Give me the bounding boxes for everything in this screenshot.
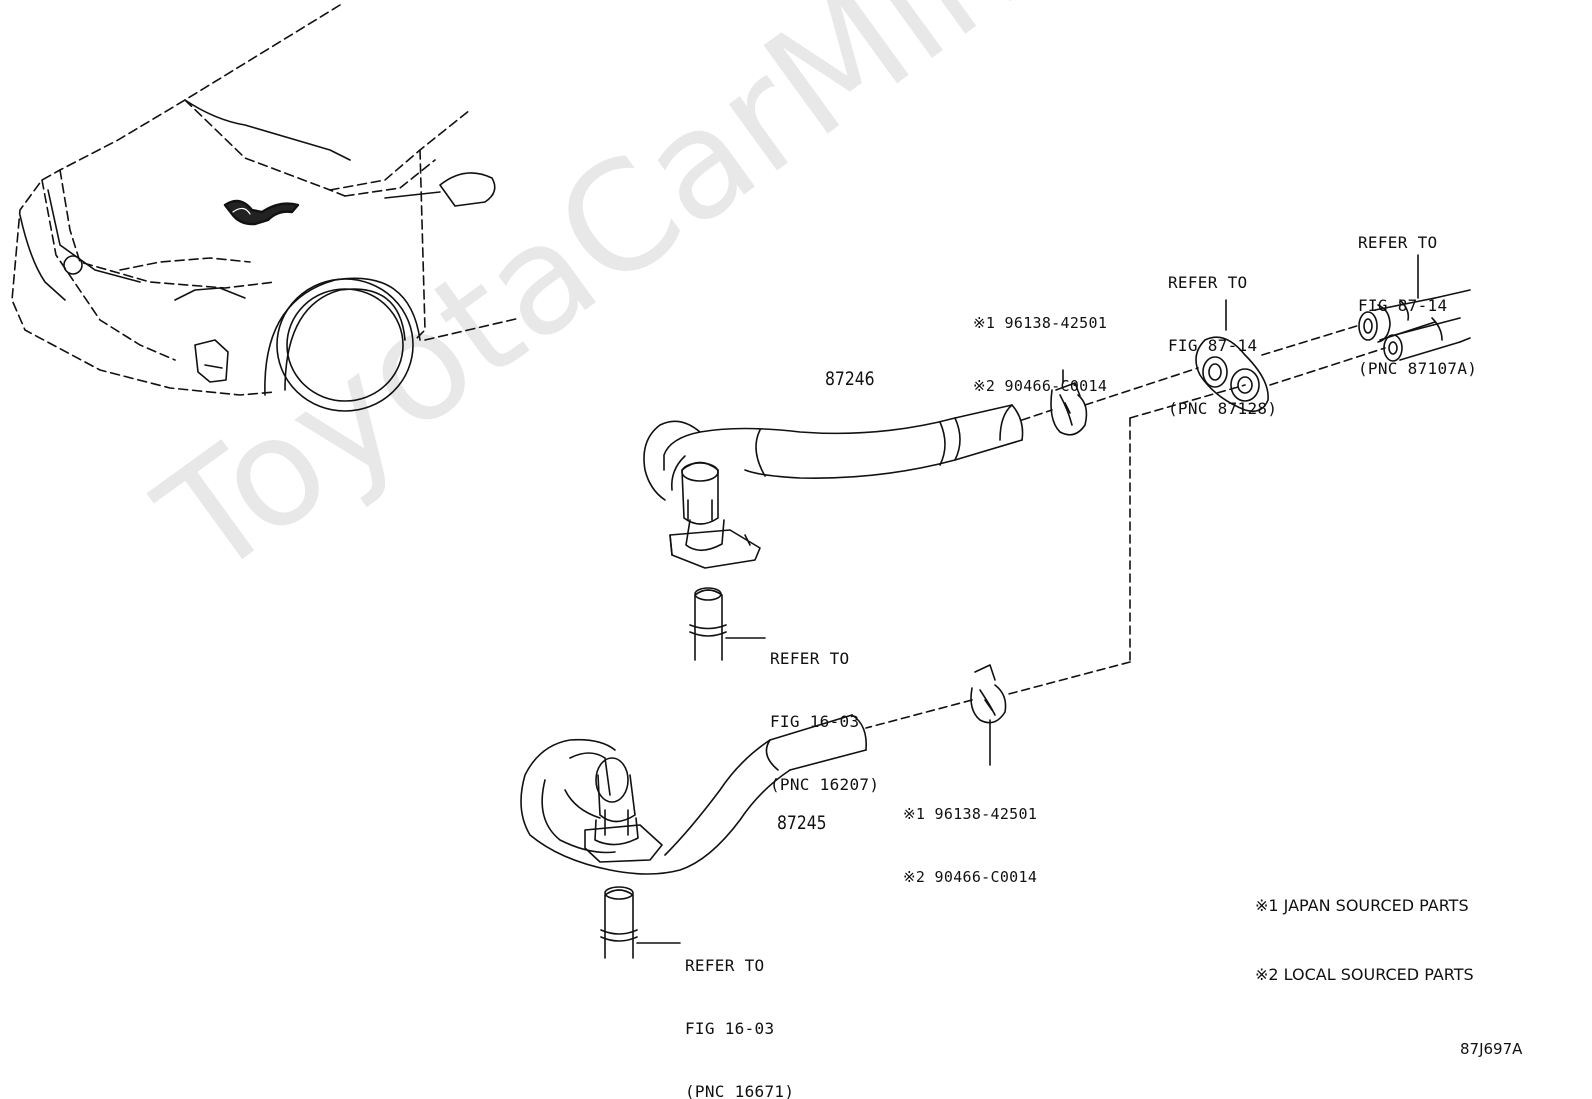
lower-pipe-stub: [600, 886, 681, 959]
vehicle-solid-details: [19, 99, 496, 412]
legend-item-japan: ※1 JAPAN SOURCED PARTS: [1255, 896, 1469, 915]
connection-lines: [865, 324, 1386, 729]
refer-label-16207: REFER TO FIG 16-03 (PNC 16207): [770, 649, 880, 794]
refer-label-87128: REFER TO FIG 87-14 (PNC 87128): [1168, 273, 1278, 418]
upper-hose-87246: [643, 404, 1024, 569]
vehicle-outline: [11, 4, 521, 396]
top-right-pipes: [1358, 254, 1471, 362]
legend: ※1 JAPAN SOURCED PARTS ※2 LOCAL SOURCED …: [1255, 848, 1474, 1032]
refer-label-87107a: REFER TO FIG 87-14 (PNC 87107A): [1358, 233, 1478, 378]
upper-pipe-stub: [689, 587, 766, 661]
clamp-label-lower: ※1 96138-42501 ※2 90466-C0014: [903, 805, 1038, 886]
clamp-label-upper: ※1 96138-42501 ※2 90466-C0014: [973, 314, 1108, 395]
upper-clamp: [1050, 369, 1088, 436]
refer-label-16671: REFER TO FIG 16-03 (PNC 16671): [685, 956, 795, 1099]
part-number-87245: 87245: [777, 812, 827, 834]
grommet: [1195, 299, 1269, 413]
lower-clamp: [970, 664, 1007, 766]
part-number-87246: 87246: [825, 368, 875, 390]
legend-item-local: ※2 LOCAL SOURCED PARTS: [1255, 965, 1474, 984]
figure-code: 87J697A: [1460, 1040, 1523, 1058]
lower-hose-87245: [520, 714, 868, 875]
